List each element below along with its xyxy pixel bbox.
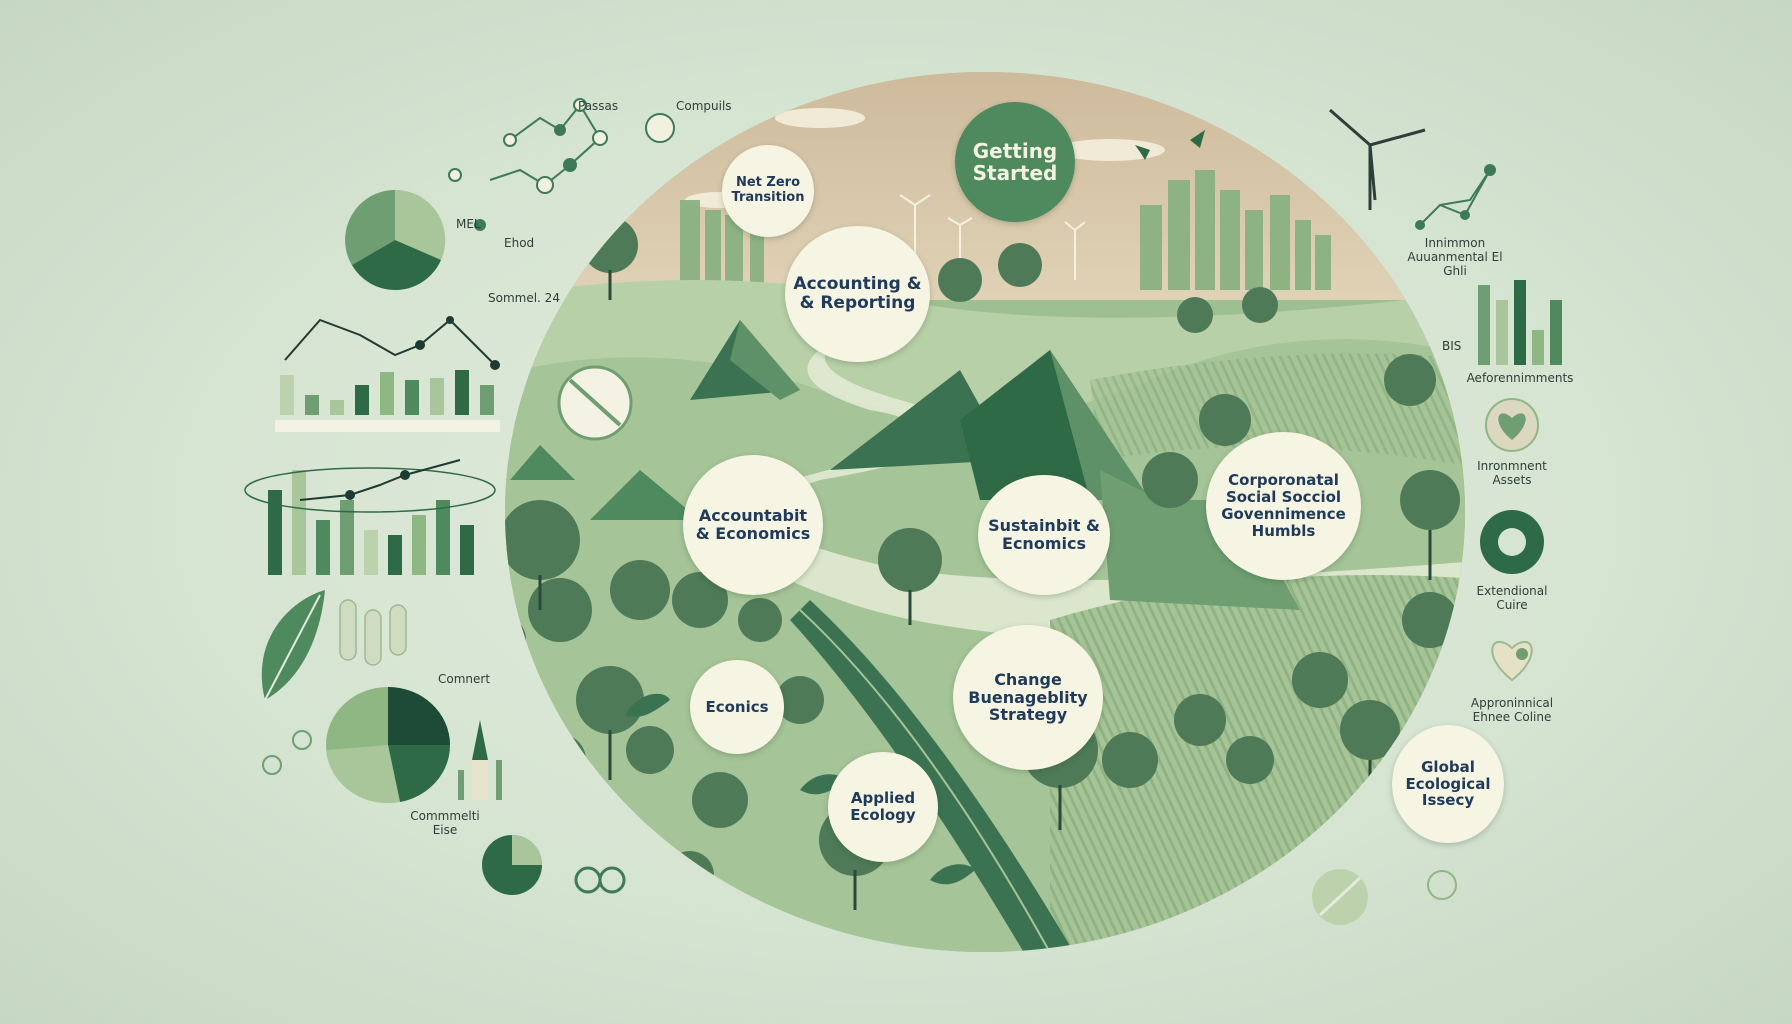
bubble-global-ecological-issues[interactable]: Global Ecological Issecy xyxy=(1392,725,1504,843)
bubble-change-sustainability-strategy[interactable]: Change Buenageblity Strategy xyxy=(953,625,1103,770)
label-mel: MEL xyxy=(456,217,481,231)
label-compunils: Compuils xyxy=(676,99,732,113)
left-infographics xyxy=(244,98,675,895)
bubble-corporate-social-governance[interactable]: Corporonatal Social Socciol Govennimence… xyxy=(1206,432,1361,580)
label-sommel: Sommel. 24 xyxy=(488,291,560,305)
label-inronmnent: Inronmnent Assets xyxy=(1477,459,1547,487)
bar-chart-icon xyxy=(275,316,500,432)
pie-chart-icon xyxy=(345,189,446,291)
donut-chart-icon xyxy=(1480,510,1544,574)
infinity-icon xyxy=(574,866,626,894)
bubble-net-zero-transition[interactable]: Net Zero Transition xyxy=(722,145,814,237)
network-graph-icon xyxy=(1415,164,1496,230)
bubble-accountability-economics[interactable]: Accountabit & Economics xyxy=(683,455,823,595)
label-commmeltit: Commmelti Eise xyxy=(410,809,480,837)
label-ehod: Ehod xyxy=(504,236,535,250)
label-bis: BIS xyxy=(1442,339,1462,353)
bubble-getting-started[interactable]: Getting Started xyxy=(955,102,1075,222)
pie-chart-icon xyxy=(1312,869,1368,925)
network-graph-icon xyxy=(448,98,675,231)
label-passas: Passas xyxy=(578,99,619,113)
bubble-economics[interactable]: Econics xyxy=(690,660,784,754)
right-infographics xyxy=(1312,108,1562,925)
label-innimmon: Innimmon Auuanmental El Ghli xyxy=(1407,236,1503,278)
label-comnert: Comnert xyxy=(438,672,491,686)
recycle-icon xyxy=(262,755,282,775)
heart-icon xyxy=(1491,641,1533,682)
recycle-icon xyxy=(292,730,312,750)
bubble-sustainability-economics[interactable]: Sustainbit & Ecnomics xyxy=(978,475,1110,595)
label-appronmental: Approninnical Ehnee Coline xyxy=(1470,696,1554,724)
label-aeforennit: Aeforennimments xyxy=(1466,371,1574,385)
bar-chart-icon xyxy=(244,459,496,575)
pie-chart-icon xyxy=(482,835,542,895)
bar-chart-icon xyxy=(1478,280,1562,365)
label-extendional: Extendional Cuire xyxy=(1476,584,1548,612)
bubble-accounting-reporting[interactable]: Accounting & & Reporting xyxy=(785,226,930,362)
test-tubes-icon xyxy=(339,599,407,666)
heart-icon xyxy=(1485,398,1539,452)
wind-turbine-icon xyxy=(1329,108,1426,210)
recycle-icon xyxy=(1427,870,1457,900)
bubble-applied-ecology[interactable]: Applied Ecology xyxy=(828,752,938,862)
rocket-icon xyxy=(458,720,502,800)
pie-chart-icon xyxy=(326,687,451,804)
leaf-icon xyxy=(261,590,325,701)
